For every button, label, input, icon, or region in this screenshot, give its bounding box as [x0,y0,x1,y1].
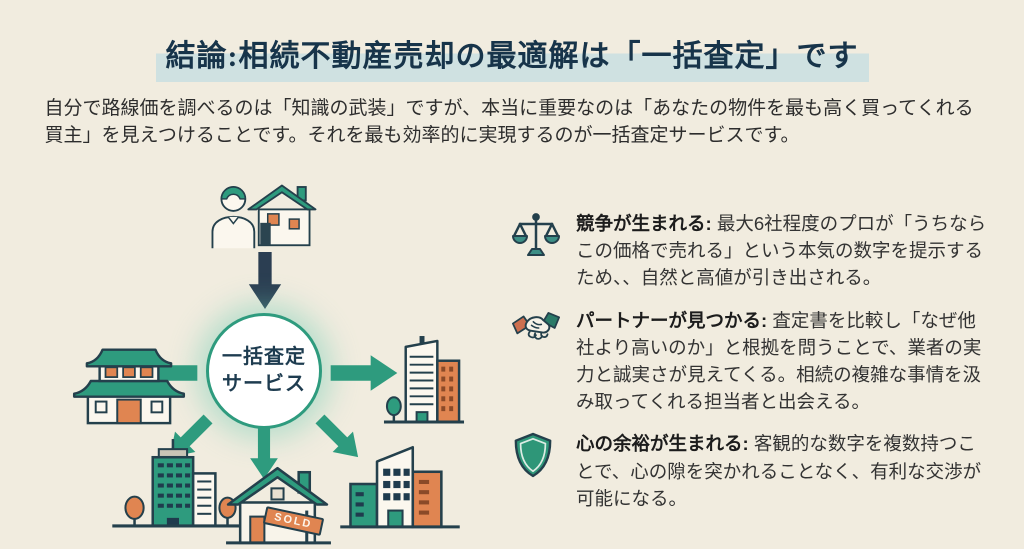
hub-label-line2: サービス [222,373,306,395]
benefit-partner: パートナーが見つかる: 査定書を比較し「なぜ他社より高いのか」と根拠を問うことで… [512,307,990,416]
service-diagram: 一括査定 サービス [60,175,470,549]
office-tower-icon [382,333,466,427]
benefit-body: 査定書を比較し「なぜ他社より高いのか」と根拠を問うことで、業者の実力と誠実さが見… [576,309,982,413]
header: 結論:相続不動産売却の最適解は「一括査定」です [0,0,1024,82]
benefits-list: 競争が生まれる: 最大6社程度のプロが「うちならこの価格で売れる」という本気の数… [512,210,990,527]
hub-label-line1: 一括査定 [222,346,306,368]
seller-house-icon [205,178,317,249]
skyscraper-icon [108,435,250,531]
intro-paragraph: 自分で路線価を調べるのは「知識の武装」ですが、本当に重要なのは「あなたの物件を最… [44,98,974,146]
benefit-body: 客観的な数字を複数持つことで、心の隙を突かれることなく、有利な交渉が可能になる。 [576,433,982,509]
benefit-text: 競争が生まれる: 最大6社程度のプロが「うちならこの価格で売れる」という本気の数… [576,210,990,292]
arrow-right-icon [330,353,398,393]
arrow-down-navy-icon [246,252,284,309]
benefit-confidence: 心の余裕が生まれる: 客観的な数字を複数持つことで、心の隙を突かれることなく、有… [512,430,990,512]
shield-icon [512,432,560,478]
bulk-assessment-hub: 一括査定 サービス [206,313,322,429]
benefit-title: パートナーが見つかる: [576,309,768,331]
temple-building-icon [70,335,188,428]
page-title: 結論:相続不動産売却の最適解は「一括査定」です [155,36,869,82]
building-complex-icon [336,435,464,532]
benefit-title: 競争が生まれる: [576,213,712,234]
benefit-text: パートナーが見つかる: 査定書を比較し「なぜ他社より高いのか」と根拠を問うことで… [576,307,990,416]
benefit-competition: 競争が生まれる: 最大6社程度のプロが「うちならこの価格で売れる」という本気の数… [512,210,990,292]
scales-icon [512,212,560,260]
benefit-body: 最大6社程度のプロが「うちならこの価格で売れる」という本気の数字を提示するため、… [576,213,987,289]
handshake-icon [512,309,560,347]
arrow-down-right-icon [308,407,370,469]
arrow-down-left-icon [158,407,220,469]
arrow-down-icon [246,427,282,479]
sold-house-icon: SOLD [220,460,336,549]
benefit-text: 心の余裕が生まれる: 客観的な数字を複数持つことで、心の隙を突かれることなく、有… [576,430,990,512]
benefit-title: 心の余裕が生まれる: [576,433,749,455]
